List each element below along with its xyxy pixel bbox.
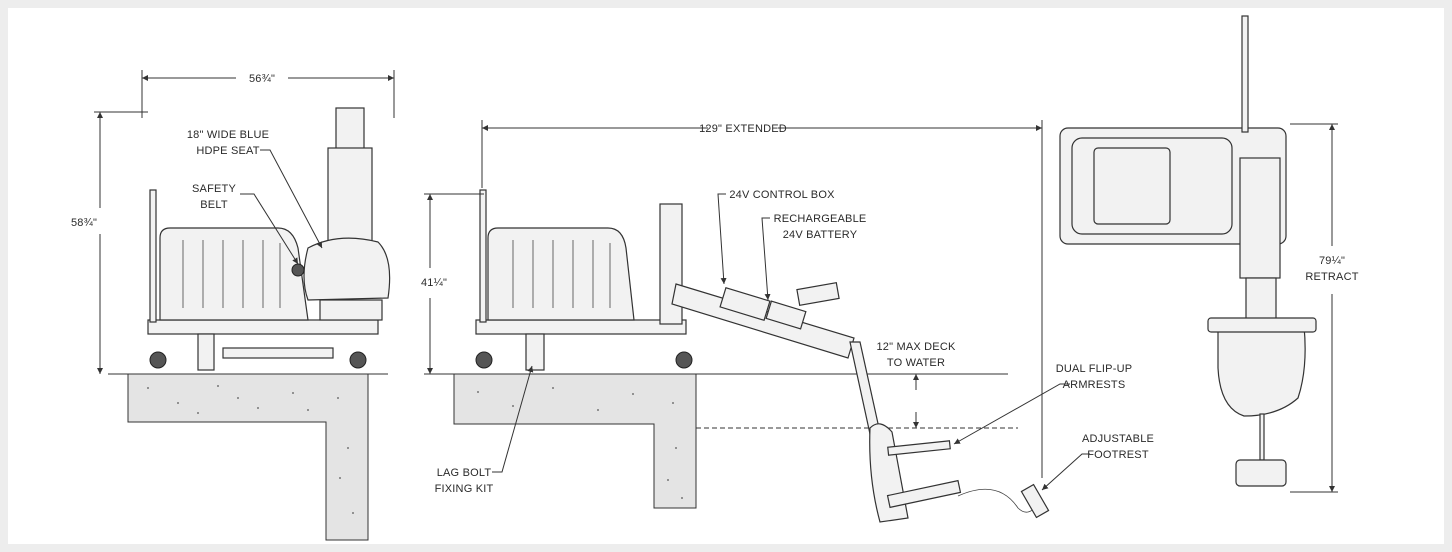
rear-post-left [149, 189, 157, 323]
control-box [719, 286, 771, 322]
top-armrests [1207, 317, 1317, 333]
actuator [796, 281, 840, 307]
callout-control-box: 24V CONTROL BOX [729, 189, 835, 201]
leader-seat [260, 149, 323, 249]
dim-retract-value: 79¼" [1319, 255, 1345, 267]
wheel-middle-2 [675, 351, 693, 369]
concrete-deck-left [127, 373, 369, 541]
concrete-speckle-left [147, 385, 354, 514]
belt-buckle-left [291, 263, 305, 277]
callout-footrest-line1: ADJUSTABLE [1082, 433, 1154, 445]
leader-belt [240, 193, 299, 265]
concrete-speckle-middle [477, 387, 683, 499]
top-view: 79¼" RETRACT [1059, 15, 1359, 493]
callout-armrests-line1: DUAL FLIP-UP [1056, 363, 1133, 375]
callout-belt-line1: SAFETY [192, 183, 236, 195]
callout-armrests-line2: ARMRESTS [1063, 379, 1126, 391]
leader-battery [761, 217, 771, 301]
dim-width-top: 56¾" [249, 73, 275, 85]
base-leg-middle [525, 333, 545, 371]
top-arm [1239, 157, 1281, 279]
middle-side-view: 41¼" 129" EXTENDED 12" MAX DECK TO WATER… [421, 120, 1154, 523]
seat-left [303, 237, 391, 301]
callout-belt-line2: BELT [200, 199, 228, 211]
leader-armrests [953, 383, 1070, 445]
callout-battery-line1: RECHARGEABLE [774, 213, 867, 225]
top-footrest-bar [1259, 413, 1265, 461]
base-frame-middle [475, 319, 687, 335]
callout-footrest-line2: FOOTREST [1087, 449, 1149, 461]
drawing-sheet: 56¾" 58¾" 18" WIDE BLUE HDPE SEAT SAFETY… [8, 8, 1444, 544]
wheel-left-2 [349, 351, 367, 369]
wheel-left-1 [149, 351, 167, 369]
rear-post-middle [479, 189, 487, 323]
left-side-view: 56¾" 58¾" 18" WIDE BLUE HDPE SEAT SAFETY… [71, 70, 395, 541]
footrest [886, 479, 962, 509]
spring-base-left [319, 299, 383, 321]
dim-retract-label: RETRACT [1305, 271, 1358, 283]
seat-cage-middle [487, 227, 635, 321]
armrest [887, 440, 951, 456]
top-seat-window [1093, 147, 1171, 225]
hand-control [1020, 483, 1050, 519]
base-bar-left [222, 347, 334, 359]
lift-seat [869, 423, 909, 523]
dim-extended: 129" EXTENDED [699, 123, 787, 135]
dim-height-mid: 41¼" [421, 277, 447, 289]
callout-deck-line1: 12" MAX DECK [876, 341, 956, 353]
leader-lag-bolt [492, 365, 534, 473]
base-frame-left [147, 319, 379, 335]
base-leg-left [197, 333, 215, 371]
seat-cage-left [159, 227, 309, 321]
leader-footrest [1041, 453, 1090, 491]
callout-lag-line2: FIXING KIT [435, 483, 494, 495]
mast-frame-left [327, 147, 373, 249]
technical-drawing: 56¾" 58¾" 18" WIDE BLUE HDPE SEAT SAFETY… [71, 15, 1359, 541]
top-lift-seat [1217, 325, 1306, 417]
leader-control-box [717, 193, 727, 285]
callout-battery-line2: 24V BATTERY [783, 229, 858, 241]
battery-box [765, 300, 807, 330]
callout-seat-line1: 18" WIDE BLUE [187, 129, 269, 141]
top-mast [1241, 15, 1249, 133]
dim-height-left: 58¾" [71, 217, 97, 229]
top-footrest [1235, 459, 1287, 487]
callout-seat-line2: HDPE SEAT [196, 145, 259, 157]
callout-lag-line1: LAG BOLT [437, 467, 492, 479]
wheel-middle-1 [475, 351, 493, 369]
callout-deck-line2: TO WATER [887, 357, 945, 369]
